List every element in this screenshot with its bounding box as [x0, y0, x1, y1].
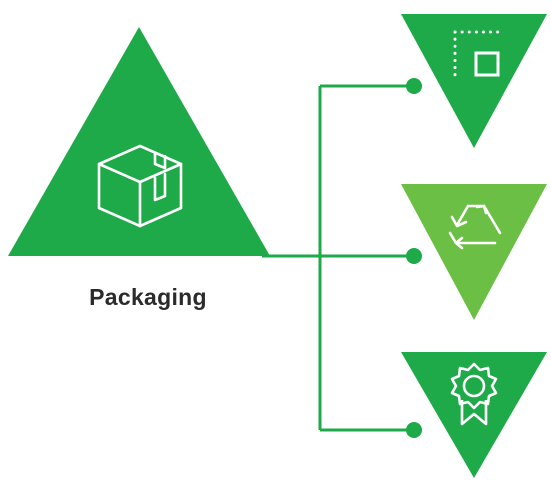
package-box-icon — [97, 144, 183, 228]
bottom-connector-dot — [406, 422, 422, 438]
connector-lines — [262, 84, 412, 432]
top-connector-dot — [406, 78, 422, 94]
middle-branch-triangle — [401, 184, 547, 320]
middle-connector-dot — [406, 248, 422, 264]
connector-dots — [406, 78, 422, 438]
recycle-icon — [448, 204, 502, 250]
award-ribbon-icon — [450, 362, 498, 426]
resize-square-icon — [453, 30, 502, 79]
top-branch-triangle — [401, 14, 547, 148]
packaging-label: Packaging — [89, 284, 207, 310]
main-triangle — [8, 27, 270, 256]
